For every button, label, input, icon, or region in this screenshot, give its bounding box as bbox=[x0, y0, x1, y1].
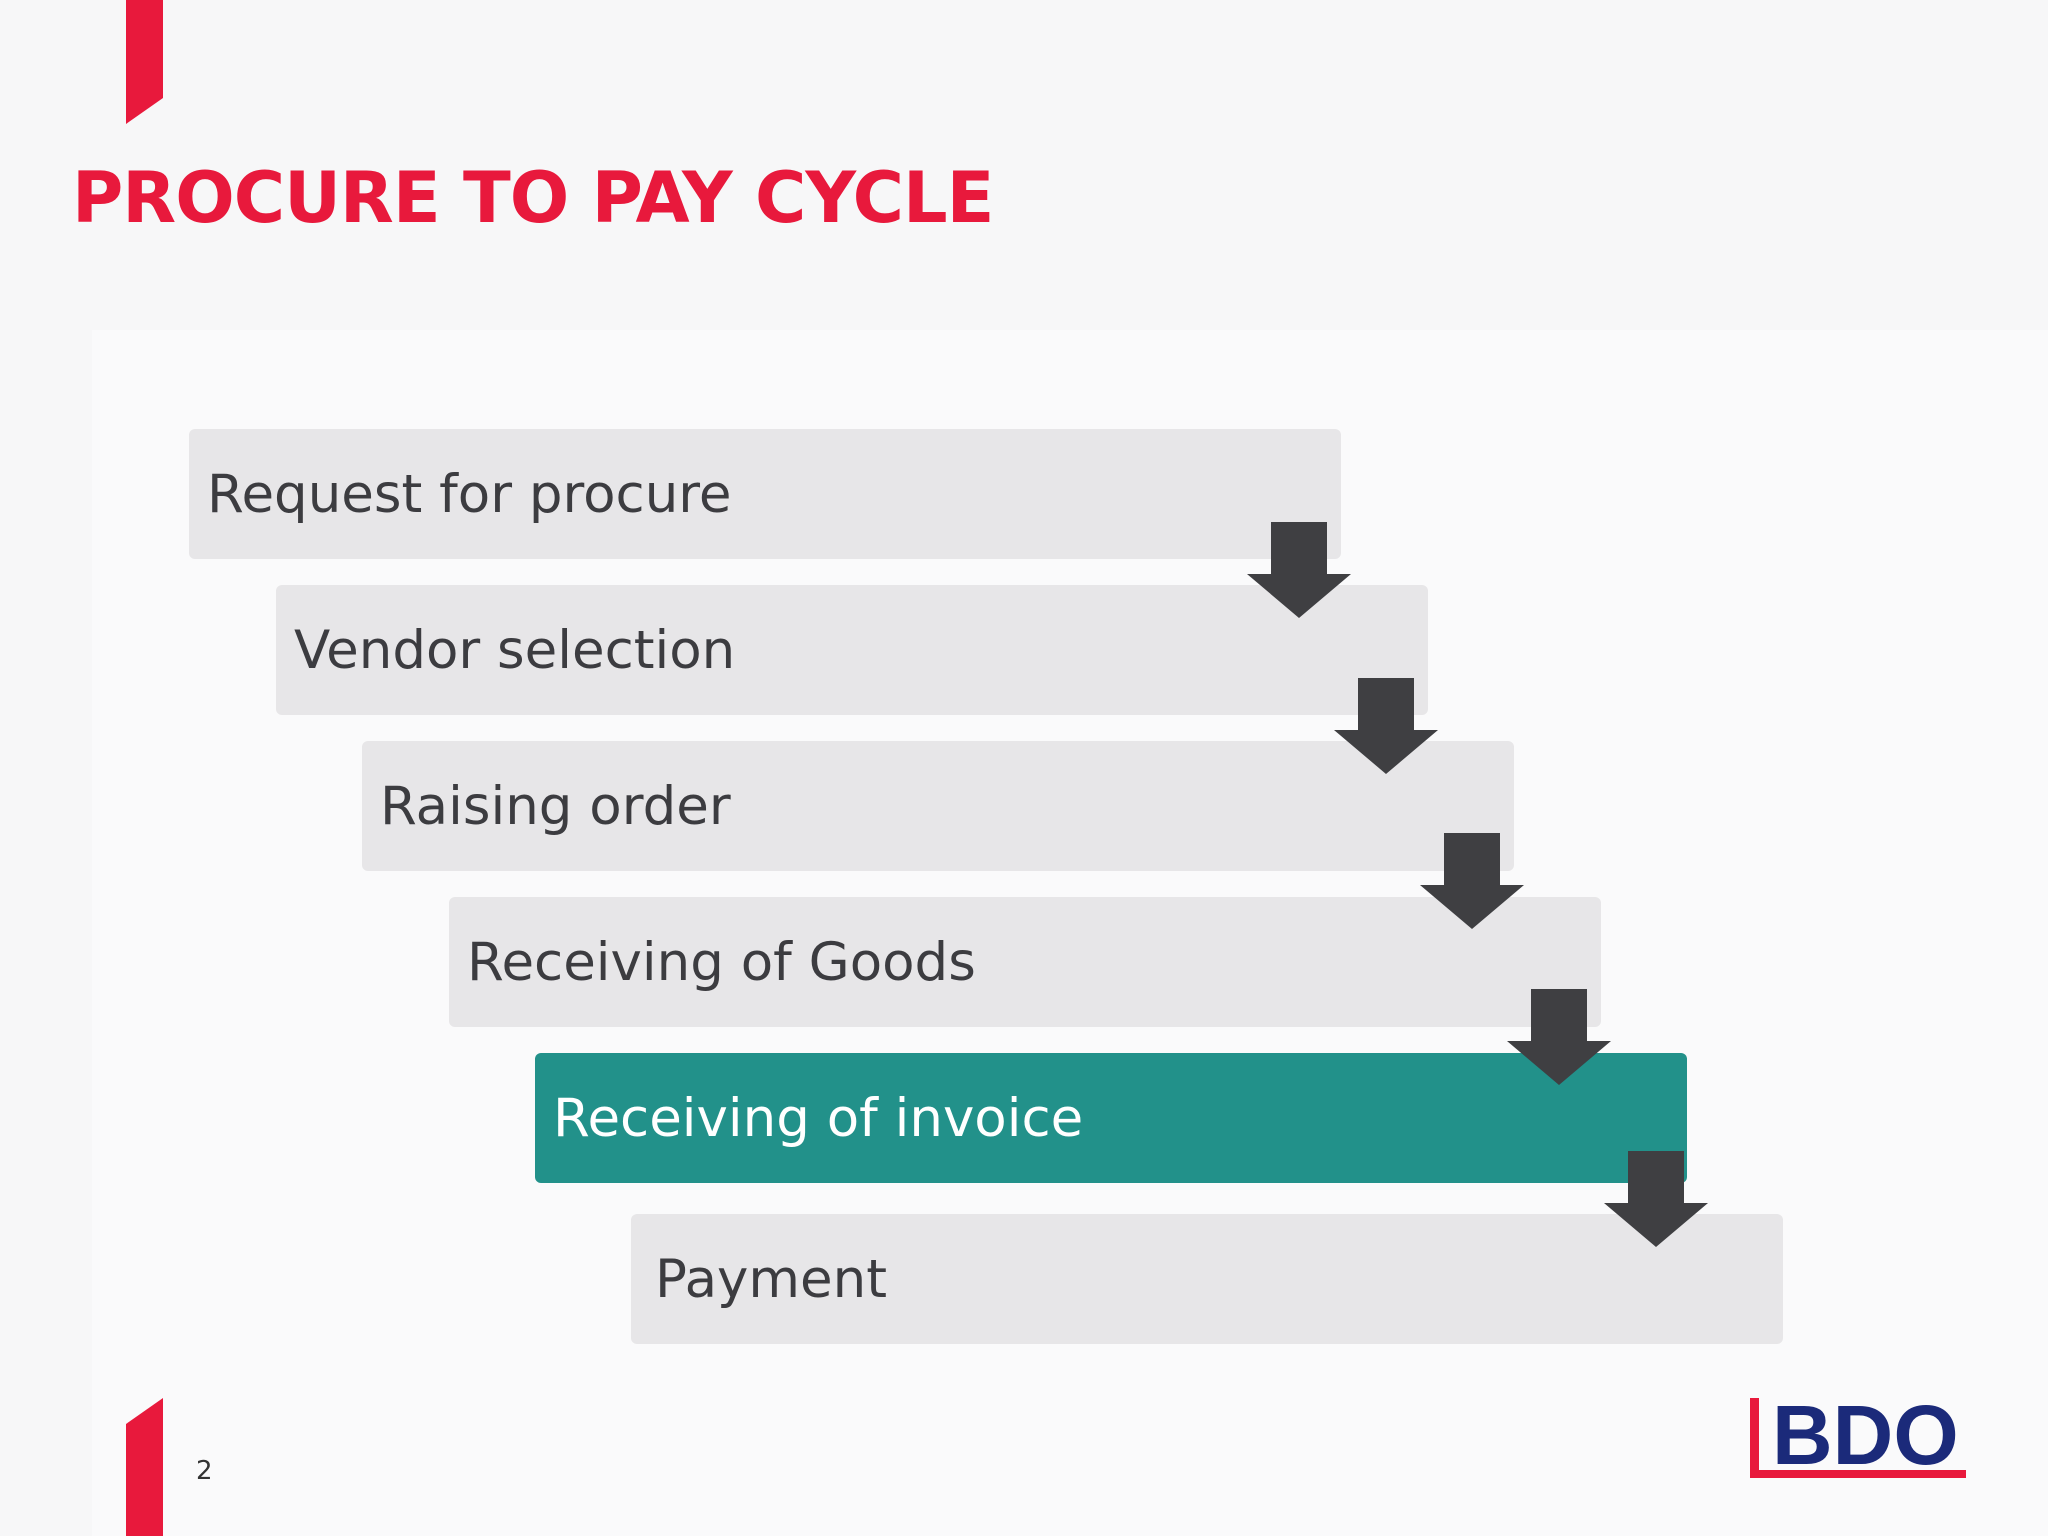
bdo-logo: BDO bbox=[1750, 1394, 1966, 1482]
process-step-goods: Receiving of Goods bbox=[449, 897, 1601, 1027]
down-arrow-icon bbox=[1507, 989, 1611, 1085]
process-step-request: Request for procure bbox=[189, 429, 1341, 559]
logo-red-bar-horizontal bbox=[1750, 1470, 1966, 1478]
down-arrow-icon bbox=[1604, 1151, 1708, 1247]
process-step-order: Raising order bbox=[362, 741, 1514, 871]
accent-bar-bottom bbox=[126, 1398, 163, 1536]
down-arrow-icon bbox=[1247, 522, 1351, 618]
logo-wordmark: BDO bbox=[1772, 1394, 1959, 1482]
process-step-vendor: Vendor selection bbox=[276, 585, 1428, 715]
process-step-label: Receiving of Goods bbox=[467, 931, 976, 993]
logo-red-bar-vertical bbox=[1750, 1398, 1759, 1478]
process-step-label: Raising order bbox=[380, 775, 731, 837]
process-step-payment: Payment bbox=[631, 1214, 1783, 1344]
process-step-label: Vendor selection bbox=[294, 619, 736, 681]
accent-bar-top bbox=[126, 0, 163, 124]
down-arrow-icon bbox=[1334, 678, 1438, 774]
down-arrow-icon bbox=[1420, 833, 1524, 929]
process-step-label: Payment bbox=[655, 1248, 888, 1310]
accent-bar-bottom-shape bbox=[126, 1398, 163, 1536]
process-step-label: Request for procure bbox=[207, 463, 732, 525]
page-number: 2 bbox=[196, 1456, 213, 1486]
accent-bar-top-shape bbox=[126, 0, 163, 124]
slide-title: PROCURE TO PAY CYCLE bbox=[72, 157, 994, 239]
process-step-label: Receiving of invoice bbox=[553, 1087, 1084, 1149]
process-step-invoice: Receiving of invoice bbox=[535, 1053, 1687, 1183]
